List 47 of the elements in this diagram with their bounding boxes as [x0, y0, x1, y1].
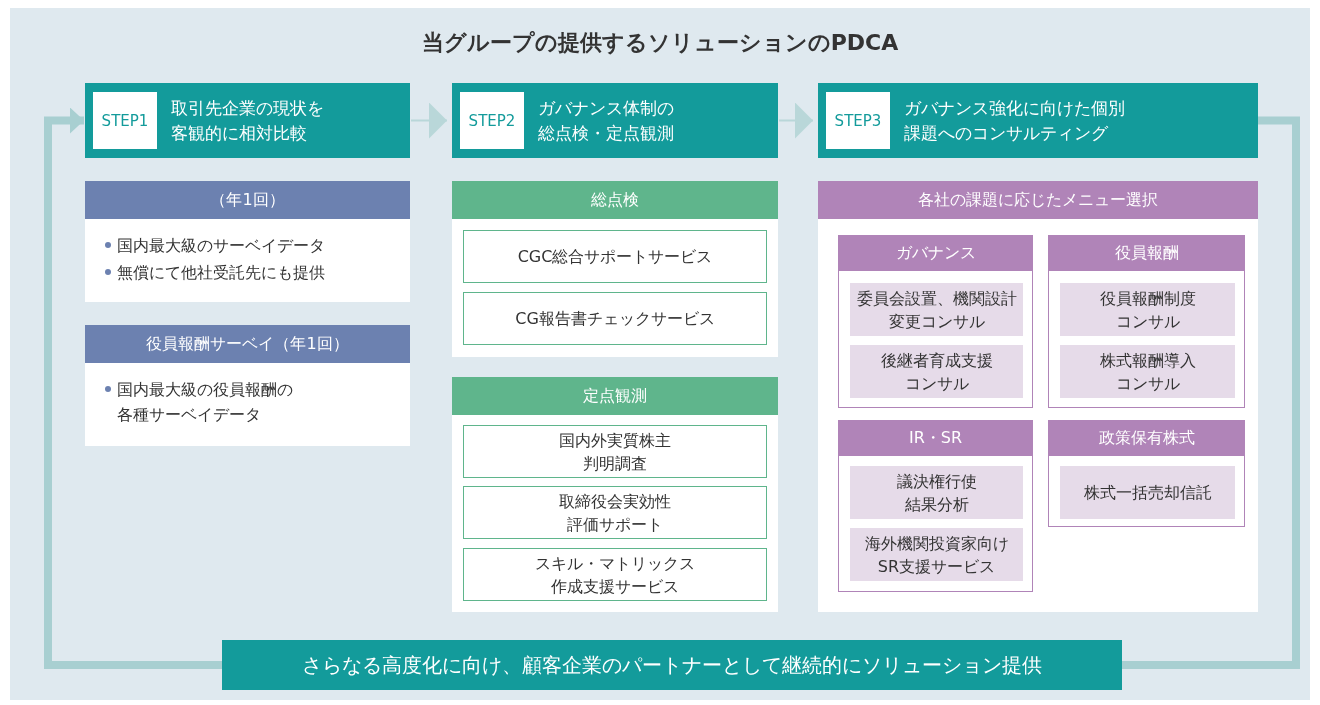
summary-banner: さらなる高度化に向け、顧客企業のパートナーとして継続的にソリューション提供: [222, 640, 1122, 690]
service-box: スキル・マトリックス作成支援サービス: [463, 548, 767, 601]
card-header: （年1回）: [85, 181, 410, 219]
chevron-arrow: [778, 102, 814, 139]
step-banner: [818, 83, 1258, 158]
group-panel: [452, 181, 778, 357]
panel-header: 役員報酬: [1048, 235, 1245, 271]
chevron-arrow: [410, 102, 448, 139]
step-title: 取引先企業の現状を客観的に相対比較: [171, 97, 325, 145]
service-box: 委員会設置、機関設計変更コンサル: [850, 283, 1023, 336]
loop-arrow: [44, 107, 222, 669]
card-header: 役員報酬サーベイ（年1回）: [85, 325, 410, 363]
panel-header: ガバナンス: [838, 235, 1033, 271]
step-badge: STEP1: [93, 92, 157, 149]
panel-header: 各社の課題に応じたメニュー選択: [818, 181, 1258, 219]
step-banner: [452, 83, 778, 158]
service-box: CG報告書チェックサービス: [463, 292, 767, 345]
group-panel: [1048, 235, 1245, 408]
panel-header: 定点観測: [452, 377, 778, 415]
group-panel: [452, 377, 778, 612]
service-box: CGC総合サポートサービス: [463, 230, 767, 283]
step-title: ガバナンス強化に向けた個別課題へのコンサルティング: [904, 97, 1126, 145]
info-card: [85, 181, 410, 302]
title: 当グループの提供するソリューションのPDCA: [421, 30, 899, 55]
group-panel: [838, 420, 1033, 592]
panel-header: 総点検: [452, 181, 778, 219]
panel-header: IR・SR: [838, 420, 1033, 456]
service-box: 議決権行使結果分析: [850, 466, 1023, 519]
service-box: 国内外実質株主判明調査: [463, 425, 767, 478]
service-box: 役員報酬制度コンサル: [1060, 283, 1235, 336]
service-box: 後継者育成支援コンサル: [850, 345, 1023, 398]
service-box: 株式一括売却信託: [1060, 466, 1235, 519]
service-box: 海外機関投資家向けSR支援サービス: [850, 528, 1023, 581]
group-panel: [1048, 420, 1245, 527]
info-card: [85, 325, 410, 446]
step-badge: STEP2: [460, 92, 524, 149]
service-box: 取締役会実効性評価サポート: [463, 486, 767, 539]
group-panel: [818, 181, 1258, 612]
step-badge: STEP3: [826, 92, 890, 149]
group-panel: [838, 235, 1033, 408]
bullet-text: 国内最大級の役員報酬の各種サーベイデータ: [117, 379, 294, 426]
bullet-text: 無償にて他社受託先にも提供: [117, 262, 325, 284]
panel-header: 政策保有株式: [1048, 420, 1245, 456]
step-banner: [85, 83, 410, 158]
step-title: ガバナンス体制の総点検・定点観測: [538, 97, 675, 145]
service-box: 株式報酬導入コンサル: [1060, 345, 1235, 398]
bullet-text: 国内最大級のサーベイデータ: [117, 235, 325, 257]
